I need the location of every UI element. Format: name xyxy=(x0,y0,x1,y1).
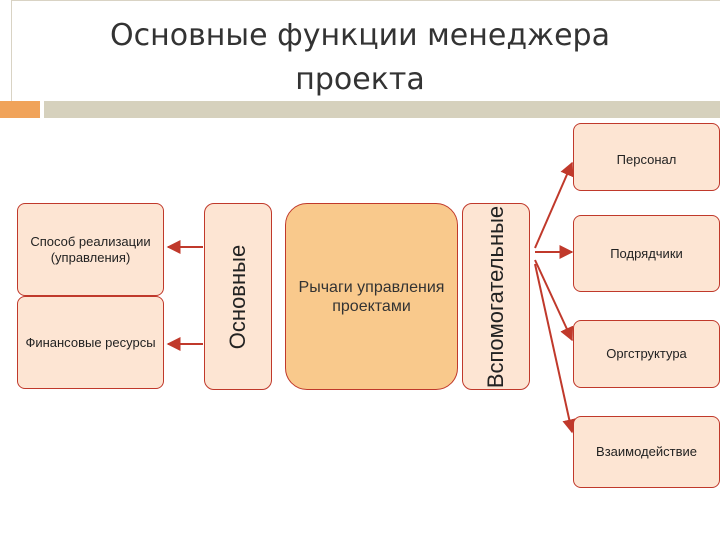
auxiliary-functions-bar: Вспомогательные xyxy=(462,203,530,390)
accent-bar xyxy=(44,101,720,118)
levers-box: Рычаги управления проектами xyxy=(285,203,458,390)
orgstructure-label: Оргструктура xyxy=(606,346,687,361)
personnel-box: Персонал xyxy=(573,123,720,191)
top-frame-line xyxy=(11,0,720,1)
personnel-label: Персонал xyxy=(616,152,677,167)
finance-label: Финансовые ресурсы xyxy=(25,334,156,350)
accent-block xyxy=(0,101,40,118)
orgstructure-box: Оргструктура xyxy=(573,320,720,388)
arrow-to-personnel xyxy=(534,161,574,249)
arrow-to-orgstructure xyxy=(534,259,574,342)
auxiliary-functions-label: Вспомогательные xyxy=(483,205,508,388)
main-functions-bar: Основные xyxy=(204,203,272,390)
levers-label: Рычаги управления проектами xyxy=(298,278,445,315)
interaction-label: Взаимодействие xyxy=(596,444,697,459)
page-title: Основные функции менеджера проекта xyxy=(110,18,610,97)
finance-box: Финансовые ресурсы xyxy=(17,296,164,389)
main-functions-label: Основные xyxy=(225,244,251,349)
left-frame-line xyxy=(11,0,12,101)
method-box: Способ реализации (управления) xyxy=(17,203,164,296)
contractors-label: Подрядчики xyxy=(610,245,683,261)
arrow-to-interaction xyxy=(534,263,577,434)
method-label: Способ реализации (управления) xyxy=(30,233,151,265)
contractors-box: Подрядчики xyxy=(573,215,720,292)
interaction-box: Взаимодействие xyxy=(573,416,720,488)
